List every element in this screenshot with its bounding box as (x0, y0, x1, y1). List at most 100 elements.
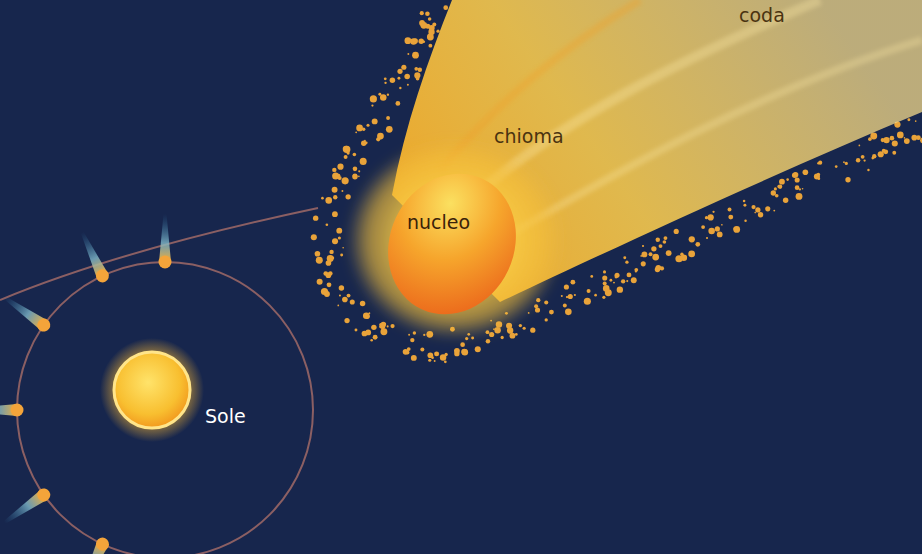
dust-particle (325, 197, 332, 204)
dust-particle (386, 126, 393, 133)
dust-particle (717, 232, 723, 238)
dust-particle (868, 137, 872, 141)
dust-particle (603, 270, 606, 273)
dust-particle (882, 149, 886, 153)
dust-particle (655, 267, 660, 272)
dust-particles (311, 0, 922, 363)
dust-particle (408, 334, 410, 336)
dust-particle (407, 84, 409, 86)
dust-particle (594, 294, 597, 297)
dust-particle (380, 328, 387, 335)
dust-particle (345, 194, 350, 199)
dust-particle (861, 155, 865, 159)
small-comet-head (35, 486, 53, 504)
dust-particle (584, 298, 591, 305)
comet-nucleus (365, 153, 538, 336)
dust-particle (397, 69, 402, 74)
dust-particle (414, 67, 418, 71)
dust-particle (354, 329, 357, 332)
dust-particle (486, 339, 490, 343)
dust-particle (412, 52, 419, 59)
dust-particle (804, 171, 806, 173)
dust-particle (431, 356, 434, 359)
dust-particle (613, 282, 615, 284)
dust-particle (341, 190, 343, 192)
dust-particle (530, 328, 535, 333)
dust-particle (590, 275, 593, 278)
dust-particle (410, 38, 417, 45)
dust-particle (641, 261, 646, 266)
dust-particle (390, 324, 394, 328)
dust-particle (332, 168, 336, 172)
dust-particle (407, 347, 411, 351)
dust-particle (706, 237, 708, 239)
dust-particle (795, 185, 800, 190)
dust-particle (387, 325, 389, 327)
dust-particle (818, 177, 821, 180)
dust-particle (444, 360, 447, 363)
dust-particle (563, 303, 567, 307)
dust-particle (336, 228, 342, 234)
dust-particle (845, 162, 848, 165)
dust-particle (362, 331, 368, 337)
dust-particle (796, 193, 803, 200)
dust-particle (904, 137, 906, 139)
dust-particle (634, 268, 638, 272)
dust-particle (370, 95, 377, 102)
dust-particle (401, 65, 406, 70)
dust-particle (904, 138, 910, 144)
dust-particle (428, 44, 432, 48)
small-comet-head (35, 316, 53, 334)
dust-particle (329, 250, 333, 254)
dust-particle (434, 360, 436, 362)
dust-particle (872, 154, 876, 158)
dust-particle (915, 120, 917, 122)
dust-particle (721, 224, 723, 226)
dust-particle (339, 285, 344, 290)
dust-particle (384, 77, 387, 80)
dust-particle (370, 339, 373, 342)
dust-particle (890, 136, 895, 141)
dust-particle (845, 177, 850, 182)
dust-particle (337, 164, 343, 170)
dust-particle (387, 94, 389, 96)
dust-particle (436, 30, 439, 33)
dust-particle (332, 238, 338, 244)
dust-particle (863, 159, 865, 161)
dust-particle (327, 282, 332, 287)
dust-particle (365, 141, 368, 144)
small-comet (1, 486, 53, 528)
sun-glow (100, 338, 204, 442)
dust-particle (418, 67, 422, 71)
dust-particle (353, 167, 358, 172)
dust-particle (652, 254, 659, 261)
dust-particle (701, 225, 705, 229)
dust-particle (674, 229, 679, 234)
dust-particle (814, 174, 820, 180)
dust-particle (765, 206, 770, 211)
dust-particle (339, 295, 341, 297)
part-label: coda (739, 4, 785, 27)
dust-particle (743, 200, 746, 203)
dust-particle (404, 74, 410, 80)
dust-particle (461, 349, 467, 355)
dust-particle (428, 359, 431, 362)
dust-particle (344, 155, 348, 159)
dust-particle (368, 312, 370, 314)
dust-particle (602, 275, 607, 280)
dust-particle (475, 346, 481, 352)
dust-particle (609, 279, 612, 282)
dust-particle (332, 257, 335, 260)
dust-particle (363, 312, 370, 319)
dust-particle (353, 173, 358, 178)
dust-particle (427, 352, 433, 358)
dust-particle (337, 305, 339, 307)
dust-particle (708, 228, 715, 235)
dust-particle (568, 294, 573, 299)
small-comet-head (159, 256, 172, 269)
dust-particle (523, 327, 526, 330)
dust-particle (352, 174, 357, 179)
dust-particle (649, 252, 653, 256)
dust-particle (411, 355, 417, 361)
